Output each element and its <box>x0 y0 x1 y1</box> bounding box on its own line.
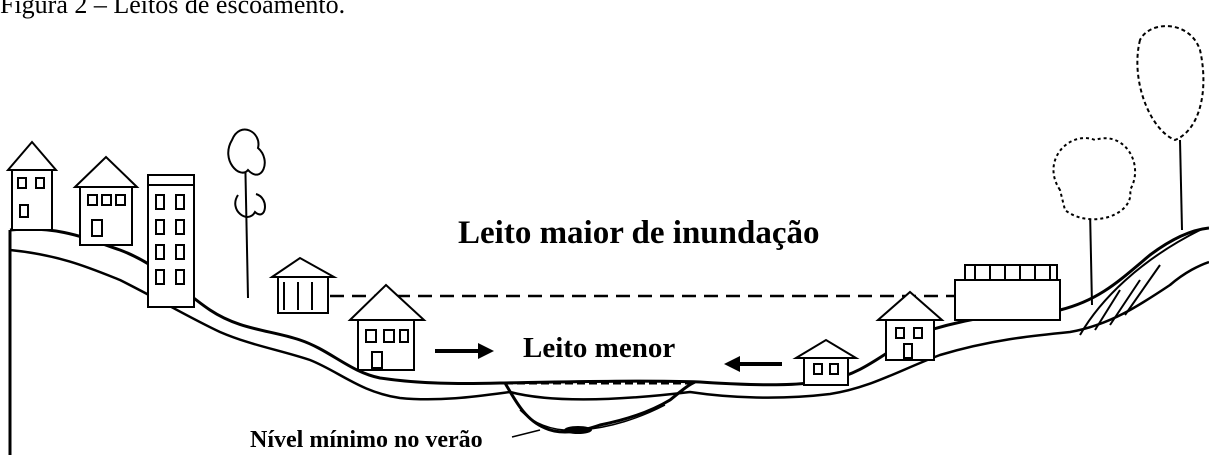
tree-icon <box>1136 25 1205 231</box>
hill-slope-icon <box>1079 229 1201 336</box>
house-icon <box>5 140 59 231</box>
house-icon <box>268 256 338 314</box>
channel-bottom-mark <box>564 426 592 434</box>
warehouse-icon <box>954 264 1061 321</box>
min-level-label: Nível mínimo no verão <box>250 427 483 453</box>
tower-building-icon <box>147 174 195 308</box>
arrow-left-icon <box>724 356 782 372</box>
arrow-right-icon <box>435 343 494 359</box>
ground-sublayer <box>9 248 1209 401</box>
figure-caption: Figura 2 – Leitos de escoamento. <box>0 0 346 19</box>
min-level-leader <box>511 429 541 438</box>
tree-icon <box>227 128 266 299</box>
house-icon <box>72 155 140 246</box>
major-bed-label: Leito maior de inundação <box>458 215 820 251</box>
house-icon <box>875 290 945 361</box>
house-icon <box>347 283 427 371</box>
minor-bed-label: Leito menor <box>523 332 675 364</box>
river-channel <box>503 380 696 434</box>
house-icon <box>792 338 860 386</box>
tree-icon <box>1052 137 1136 306</box>
